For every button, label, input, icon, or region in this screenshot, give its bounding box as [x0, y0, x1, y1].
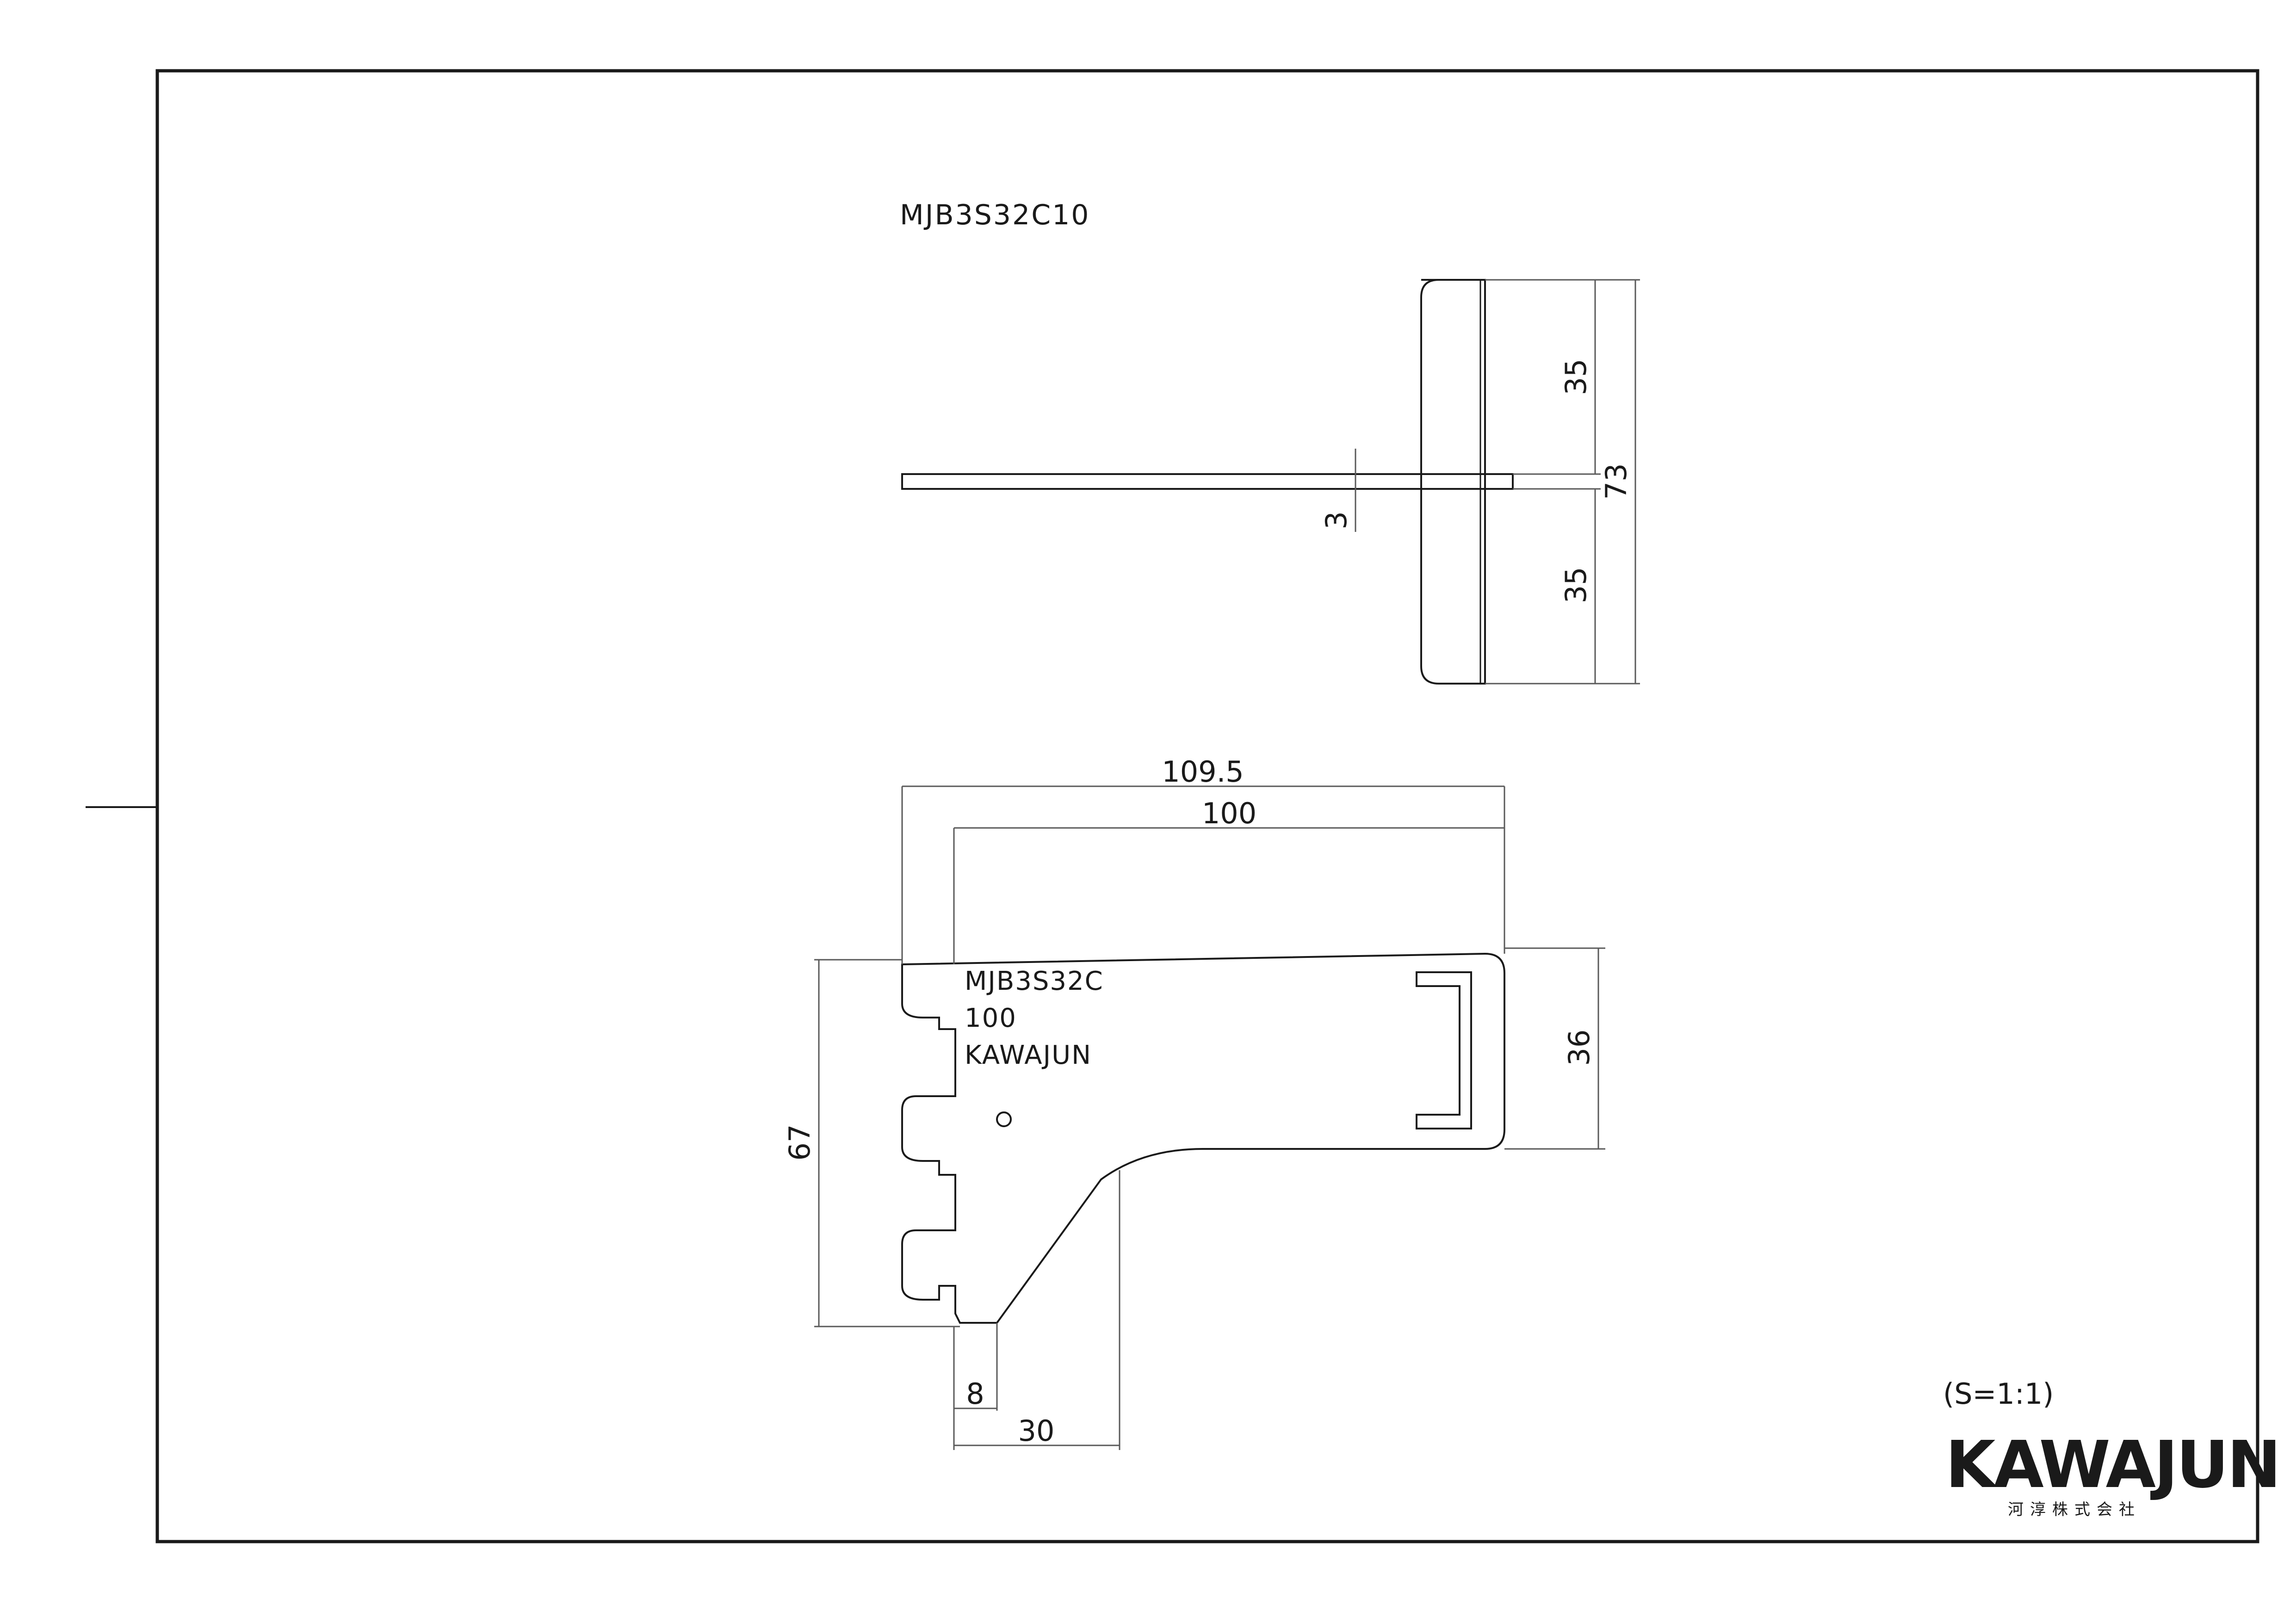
dim-3: 3: [1319, 511, 1353, 529]
dim-35-upper: 35: [1559, 359, 1593, 395]
dim-8: 8: [966, 1377, 984, 1411]
part-number-title: MJB3S32C10: [900, 199, 1090, 231]
front-view: MJB3S32C 100 KAWAJUN 109.5 100 67 36 8 3…: [783, 755, 1605, 1450]
front-lip: [1416, 971, 1472, 1129]
engraving-line-1: MJB3S32C: [965, 966, 1104, 996]
dim-100: 100: [1202, 796, 1256, 830]
top-view-front-tab: [1420, 279, 1486, 685]
dim-73: 73: [1599, 463, 1633, 500]
dim-109-5: 109.5: [1162, 755, 1244, 789]
company-logo: KAWAJUN: [1945, 1427, 2279, 1503]
dim-67: 67: [783, 1124, 817, 1161]
mounting-hole: [996, 1111, 1012, 1127]
engraving-line-3: KAWAJUN: [965, 1040, 1092, 1070]
top-view: 35 35 73 3: [901, 279, 1640, 685]
bracket-outline: [901, 952, 1505, 1324]
top-view-arm: [901, 473, 1514, 490]
dim-30: 30: [1018, 1414, 1055, 1448]
company-name: 河淳株式会社: [2008, 1500, 2141, 1519]
dim-36: 36: [1562, 1030, 1596, 1066]
dim-35-lower: 35: [1559, 567, 1593, 604]
engraving-line-2: 100: [965, 1003, 1017, 1033]
scale-label: (S=1:1): [1943, 1377, 2054, 1411]
